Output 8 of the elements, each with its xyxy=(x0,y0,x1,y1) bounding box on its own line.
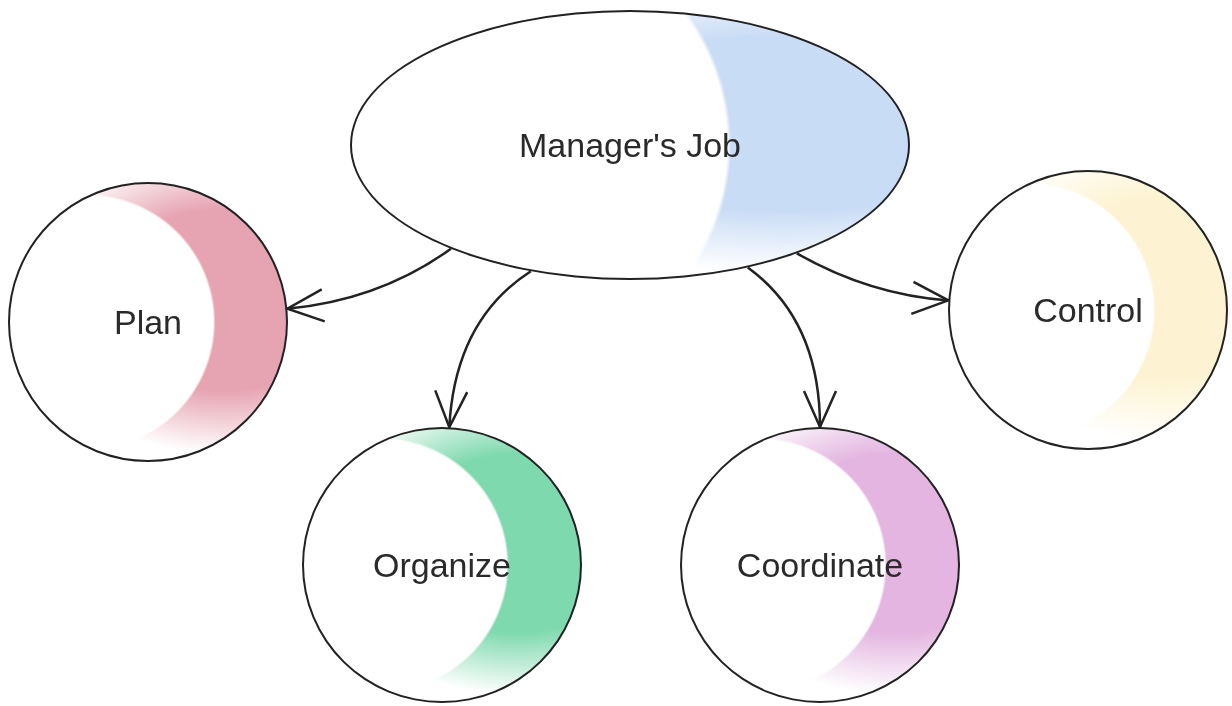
arrow xyxy=(286,247,452,322)
node-label: Control xyxy=(1033,290,1143,330)
node-label: Manager's Job xyxy=(519,125,741,165)
node-label: Plan xyxy=(113,302,183,342)
arrow xyxy=(747,266,837,429)
arrow xyxy=(796,252,950,315)
arrow xyxy=(435,270,532,429)
node-label: Coordinate xyxy=(736,545,904,585)
